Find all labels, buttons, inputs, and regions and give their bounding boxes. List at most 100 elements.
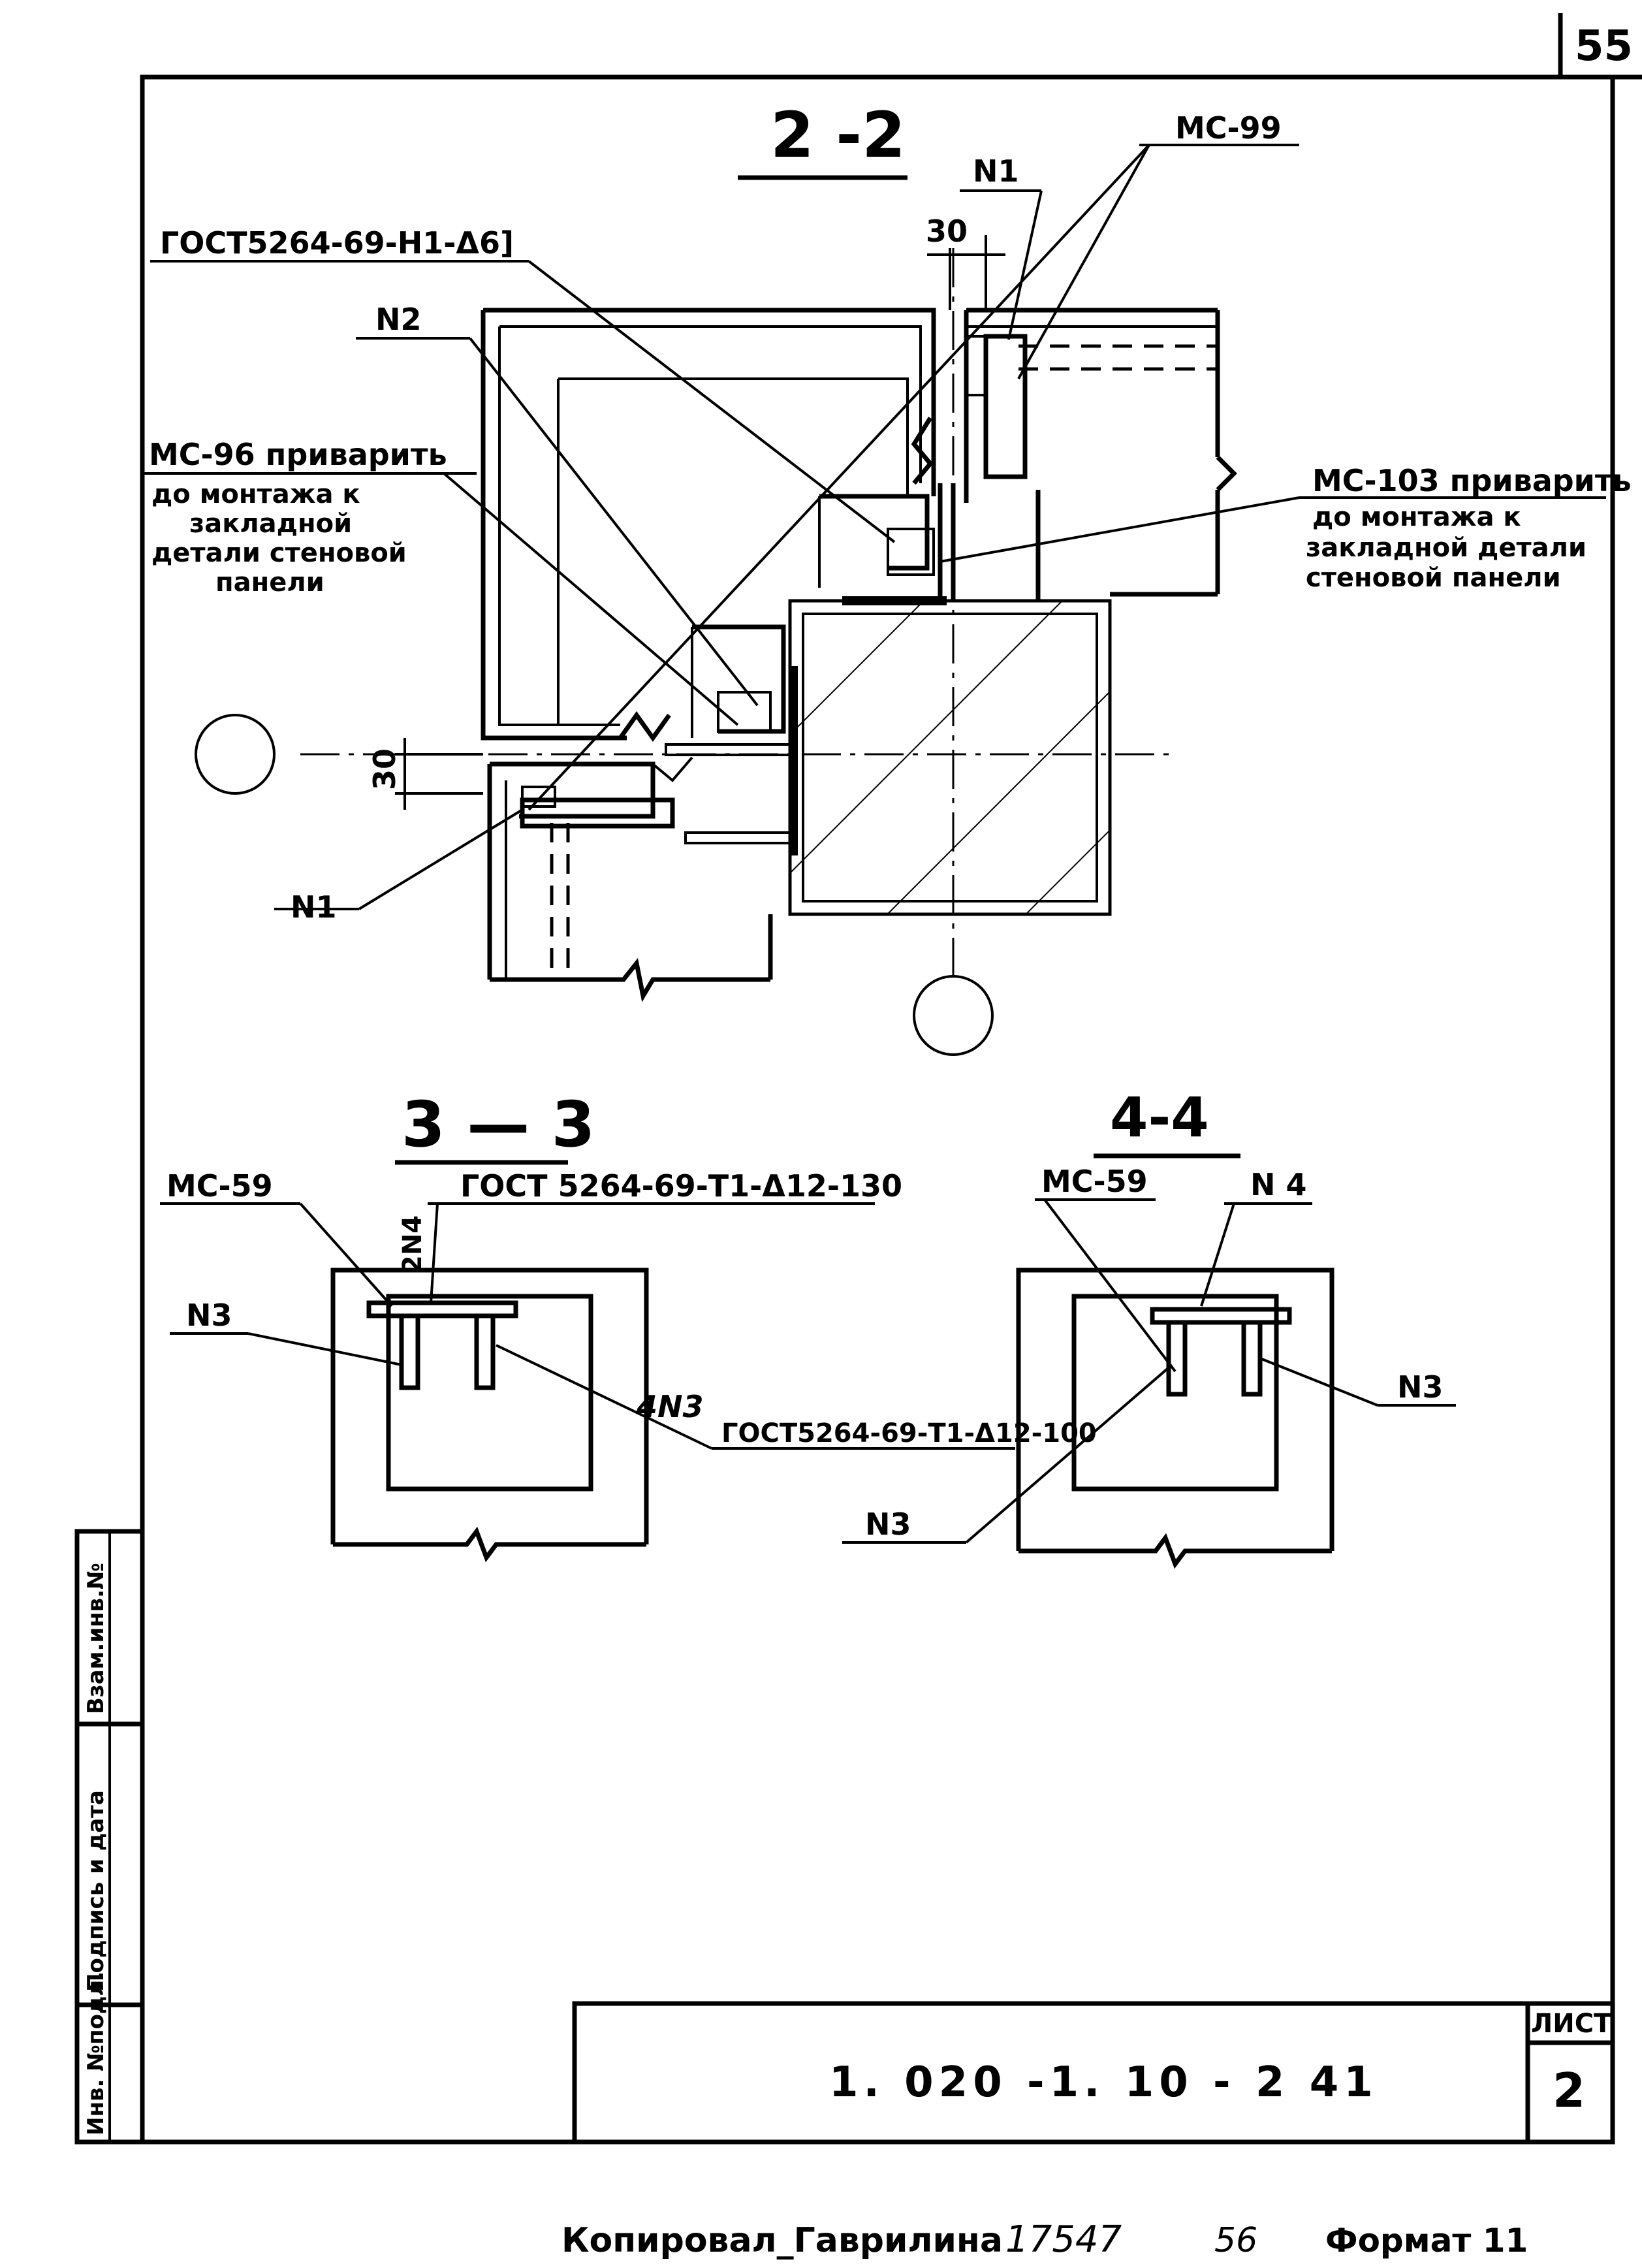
concrete-column bbox=[788, 599, 1112, 916]
lower-left-column-break bbox=[490, 957, 770, 1002]
rod-lower bbox=[684, 831, 791, 844]
section-4-4-plate-mc59 bbox=[1150, 1307, 1292, 1325]
mc103-bracket bbox=[819, 494, 930, 571]
label-mc96-line4: детали стеновой bbox=[151, 538, 407, 568]
section-3-3-break bbox=[333, 1526, 646, 1563]
dim30-side-label: 30 bbox=[367, 748, 402, 790]
section-2-2: 2 -2 bbox=[144, 99, 1632, 1056]
section-4-4-break bbox=[1018, 1533, 1332, 1569]
label-n1-bottom: N1 bbox=[291, 889, 337, 925]
section-3-3-title: 3 — 3 bbox=[402, 1088, 595, 1161]
label-mc103-line2: до монтажа к bbox=[1312, 502, 1521, 532]
page-number: 55 bbox=[1575, 22, 1633, 71]
label-3-3-mc59-leader bbox=[299, 1202, 393, 1307]
label-n1-top: N1 bbox=[973, 153, 1019, 189]
section-4-4-title: 4-4 bbox=[1110, 1085, 1209, 1149]
frame-border bbox=[140, 74, 1615, 2145]
label-4-4-n4: N 4 bbox=[1250, 1167, 1307, 1202]
list-number: 2 bbox=[1553, 2063, 1585, 2118]
plate-n1-upper-cap bbox=[965, 335, 987, 396]
stamp-inv-no-orig: Инв. №подл. bbox=[83, 1972, 109, 2135]
label-4-4-mc59-leader bbox=[1043, 1198, 1176, 1373]
lower-left-column-notch bbox=[652, 756, 693, 782]
label-mc103-line3: закладной детали bbox=[1306, 533, 1587, 563]
label-3-3-gost-bottom-leader bbox=[496, 1344, 712, 1450]
label-mc103-leader bbox=[939, 496, 1300, 563]
section-4-4-core bbox=[1071, 1294, 1279, 1492]
upper-left-column-inner-side bbox=[498, 327, 620, 726]
section-4-4-bar-right bbox=[1241, 1320, 1263, 1397]
section-3-3: 3 — 3 МС-59 ГОСТ 5264-69-Т1-Δ12-130 2N4 … bbox=[160, 1088, 1097, 1563]
label-gost-weld: ГОСТ5264-69-Н1-Δ6] bbox=[160, 225, 514, 261]
label-n2: N2 bbox=[375, 302, 422, 337]
stamp-replacement-inv: Взам.инв.№ bbox=[83, 1563, 109, 1714]
label-4-4-n4-leader bbox=[1200, 1203, 1235, 1307]
label-4-4-mc59: МС-59 bbox=[1041, 1164, 1148, 1199]
section-4-4: 4-4 МС-59 N 4 N3 N3 bbox=[842, 1085, 1456, 1569]
plate-n1-lower bbox=[520, 797, 675, 829]
label-n1-bottom-leader bbox=[358, 808, 524, 910]
plate-n1-lower-cap bbox=[521, 786, 556, 808]
section-3-3-core bbox=[386, 1294, 593, 1492]
section-4-4-bar-left bbox=[1166, 1320, 1188, 1397]
upper-right-panel-break bbox=[1216, 455, 1237, 492]
label-4-4-n3-bottom: N3 bbox=[865, 1507, 911, 1542]
label-mc96-line1: МС-96 приварить bbox=[149, 437, 447, 472]
title-block-frame bbox=[572, 2001, 1615, 2145]
upper-left-column-outer-top bbox=[483, 308, 936, 496]
label-mc99-leader-1 bbox=[528, 144, 1150, 811]
upper-left-column-flange-top bbox=[558, 377, 909, 496]
label-3-3-2n4: 2N4 bbox=[398, 1215, 428, 1273]
axis-bubble-horizontal bbox=[195, 714, 276, 795]
label-mc96-line3: закладной bbox=[189, 509, 352, 539]
section-3-3-bar-right bbox=[474, 1313, 496, 1390]
section-3-3-column bbox=[330, 1268, 649, 1544]
section-2-2-title: 2 -2 bbox=[770, 99, 906, 172]
break-mark-upper bbox=[911, 417, 934, 485]
label-mc96-line5: панели bbox=[215, 567, 324, 598]
title-block bbox=[572, 2001, 1615, 2145]
plate-n1-upper bbox=[983, 334, 1028, 479]
upper-left-column-outer-side bbox=[481, 310, 627, 741]
mc96-plate bbox=[717, 691, 772, 733]
label-gost-weld-leader bbox=[528, 260, 896, 543]
label-3-3-gost-top-leader bbox=[430, 1203, 439, 1303]
format-label: Формат 11 bbox=[1325, 2222, 1528, 2260]
label-mc96-leader bbox=[443, 472, 739, 726]
label-mc99: МС-99 bbox=[1175, 110, 1282, 146]
label-3-3-n3-leader bbox=[247, 1332, 402, 1366]
label-4-4-n3-right: N3 bbox=[1397, 1369, 1444, 1405]
handwritten-number: 17547 bbox=[1005, 2218, 1122, 2261]
dim30-top-label: 30 bbox=[926, 214, 968, 249]
axis-bubble-vertical bbox=[913, 975, 994, 1056]
label-mc96-line2: до монтажа к bbox=[151, 479, 360, 509]
label-mc103-line4: стеновой панели bbox=[1306, 563, 1561, 593]
handwritten-extra: 56 bbox=[1214, 2221, 1257, 2260]
section-3-3-bar-left bbox=[399, 1313, 420, 1390]
break-mark-lower bbox=[618, 711, 671, 743]
label-3-3-mc59: МС-59 bbox=[166, 1168, 273, 1204]
concrete-column-inner bbox=[802, 613, 1098, 902]
upper-left-column-inner-top bbox=[499, 325, 922, 483]
list-label: ЛИСТ bbox=[1531, 2009, 1612, 2039]
section-4-4-column bbox=[1016, 1268, 1334, 1551]
label-3-3-n3: N3 bbox=[186, 1298, 232, 1333]
label-4-4-n3-right-leader bbox=[1259, 1357, 1378, 1407]
section-3-3-plate-mc59 bbox=[366, 1300, 518, 1318]
label-3-3-gost-top: ГОСТ 5264-69-Т1-Δ12-130 bbox=[460, 1168, 902, 1204]
label-3-3-gost-bottom: ГОСТ5264-69-Т1-Δ12-100 bbox=[721, 1418, 1097, 1448]
sheet-frame bbox=[140, 13, 1642, 2145]
label-n1-top-leader bbox=[1007, 190, 1043, 340]
lower-left-column-top bbox=[490, 761, 655, 819]
label-3-3-4n3: 4N3 bbox=[636, 1389, 704, 1424]
copied-by: Копировал_Гаврилина bbox=[561, 2221, 1003, 2260]
stamp-signature-date: Подпись и дата bbox=[83, 1790, 109, 1992]
label-4-4-n3-bottom-leader bbox=[965, 1364, 1173, 1544]
label-mc103-line1: МС-103 приварить bbox=[1312, 463, 1632, 498]
document-code: 1. 020 -1. 10 - 2 41 bbox=[829, 2058, 1378, 2107]
stamp-column: Инв. №подл. Подпись и дата Взам.инв.№ bbox=[74, 1529, 145, 2145]
mc103-plate bbox=[887, 528, 935, 576]
label-mc99-leader-2 bbox=[1017, 144, 1150, 379]
label-n2-leader bbox=[469, 337, 759, 707]
